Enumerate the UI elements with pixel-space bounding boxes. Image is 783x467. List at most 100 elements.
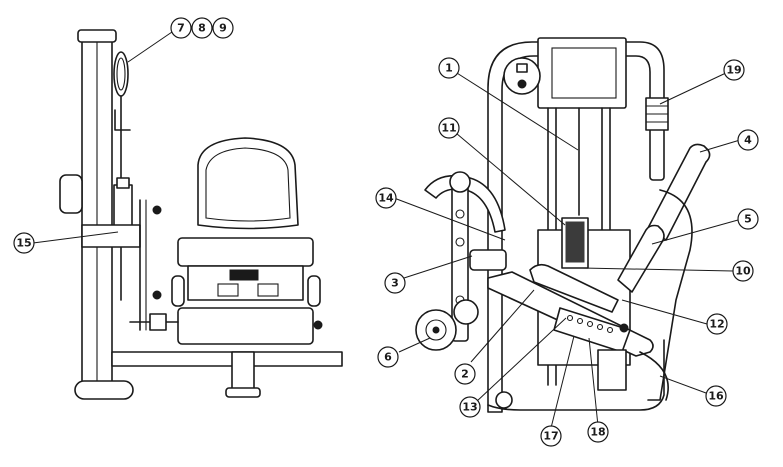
side-bolt-bottom bbox=[152, 290, 162, 300]
side-base-rail bbox=[111, 351, 343, 367]
front-small-plate bbox=[453, 299, 479, 325]
callout-6-label: 6 bbox=[384, 351, 392, 364]
callout-18: 18 bbox=[587, 421, 609, 443]
side-base-leg-foot bbox=[225, 387, 261, 398]
front-top-panel bbox=[551, 47, 617, 99]
front-selector-coil bbox=[565, 221, 585, 263]
leader-19 bbox=[659, 71, 729, 105]
front-arm-roller-pad bbox=[469, 249, 507, 271]
side-pulley bbox=[113, 51, 129, 97]
callout-2-label: 2 bbox=[461, 368, 469, 381]
side-seat bbox=[177, 237, 314, 267]
side-weight-top bbox=[116, 177, 130, 189]
side-leg-pad bbox=[177, 307, 314, 345]
front-base-curve-16 bbox=[639, 351, 669, 401]
side-handle-right bbox=[307, 275, 321, 307]
callout-14: 14 bbox=[375, 187, 397, 209]
callout-7-label: 7 bbox=[177, 22, 185, 35]
front-base-block bbox=[597, 349, 627, 391]
side-handle-left bbox=[171, 275, 185, 307]
leader-1 bbox=[448, 67, 579, 151]
callout-12-label: 12 bbox=[709, 318, 724, 331]
side-lever-hub bbox=[149, 313, 167, 331]
callout-9-label: 9 bbox=[219, 22, 227, 35]
callout-17-label: 17 bbox=[543, 430, 558, 443]
callout-7: 7 bbox=[170, 17, 192, 39]
front-adjust-hole-2 bbox=[576, 317, 584, 325]
side-seat-back-inner bbox=[205, 147, 291, 222]
callout-8: 8 bbox=[191, 17, 213, 39]
front-view bbox=[415, 37, 711, 413]
side-weight-stack bbox=[113, 184, 133, 231]
callout-15: 15 bbox=[13, 232, 35, 254]
callout-2: 2 bbox=[454, 363, 476, 385]
side-frame-cap bbox=[77, 29, 117, 43]
callout-13-label: 13 bbox=[462, 401, 477, 414]
leader-4 bbox=[699, 139, 741, 153]
callout-5: 5 bbox=[737, 208, 759, 230]
side-bolt-top bbox=[152, 205, 162, 215]
callout-19-label: 19 bbox=[726, 64, 741, 77]
callout-4: 4 bbox=[737, 129, 759, 151]
leader-13 bbox=[475, 317, 567, 403]
callout-1: 1 bbox=[438, 57, 460, 79]
leader-10 bbox=[581, 267, 734, 272]
front-adjust-hole-1 bbox=[566, 314, 574, 322]
callout-16-label: 16 bbox=[708, 390, 724, 403]
callout-16: 16 bbox=[705, 385, 727, 407]
callout-19: 19 bbox=[723, 59, 745, 81]
side-pulley-inner bbox=[116, 57, 126, 91]
callout-14-label: 14 bbox=[378, 192, 394, 205]
side-view bbox=[59, 29, 343, 400]
leader-16 bbox=[659, 375, 707, 394]
callout-8-label: 8 bbox=[198, 22, 206, 35]
callouts: 1 2 3 4 5 6 7 8 9 10 11 12 13 14 15 16 1… bbox=[13, 17, 759, 447]
callout-18-label: 18 bbox=[590, 426, 605, 439]
leader-6 bbox=[398, 337, 431, 353]
front-base-rail bbox=[487, 339, 665, 411]
leader-17 bbox=[550, 335, 575, 429]
front-weight-plate-hub bbox=[432, 326, 440, 334]
callout-15-label: 15 bbox=[16, 237, 31, 250]
side-pad-bolt bbox=[313, 320, 323, 330]
callout-11: 11 bbox=[438, 117, 460, 139]
callout-4-label: 4 bbox=[744, 134, 752, 147]
front-arm-hole-1 bbox=[455, 209, 465, 219]
callout-9: 9 bbox=[212, 17, 234, 39]
front-leg-arm-upper bbox=[529, 263, 619, 313]
front-arm-hole-2 bbox=[455, 237, 465, 247]
leader-lines bbox=[32, 31, 741, 429]
front-adjust-hole-5 bbox=[606, 326, 614, 334]
side-base-foot bbox=[74, 380, 134, 400]
callout-10: 10 bbox=[732, 260, 754, 282]
front-seat-frame-curve bbox=[647, 189, 693, 401]
side-seat-mechanism bbox=[229, 269, 259, 281]
leader-5 bbox=[651, 219, 739, 245]
callout-3: 3 bbox=[384, 272, 406, 294]
callout-5-label: 5 bbox=[744, 213, 752, 226]
leader-3 bbox=[403, 255, 473, 279]
leader-12 bbox=[621, 299, 708, 325]
side-seat-back bbox=[197, 137, 299, 230]
leader-11 bbox=[449, 127, 566, 226]
callout-13: 13 bbox=[459, 396, 481, 418]
front-adjust-hole-3 bbox=[586, 320, 594, 328]
front-pulley-hub bbox=[517, 79, 527, 89]
front-pulley-tag bbox=[516, 63, 528, 73]
front-arm-top-pivot bbox=[449, 171, 471, 193]
leader-2 bbox=[470, 289, 535, 363]
side-seat-plate-left bbox=[217, 283, 239, 297]
side-hook bbox=[114, 109, 131, 131]
callout-3-label: 3 bbox=[391, 277, 399, 290]
leader-15 bbox=[32, 231, 119, 244]
callout-11-label: 11 bbox=[441, 122, 456, 135]
callout-1-label: 1 bbox=[445, 62, 453, 75]
side-adjust-knob bbox=[59, 174, 83, 214]
callout-6: 6 bbox=[377, 346, 399, 368]
side-seat-plate-right bbox=[257, 283, 279, 297]
front-adjust-hole-4 bbox=[596, 323, 604, 331]
leader-7 bbox=[127, 31, 173, 63]
callout-12: 12 bbox=[706, 313, 728, 335]
